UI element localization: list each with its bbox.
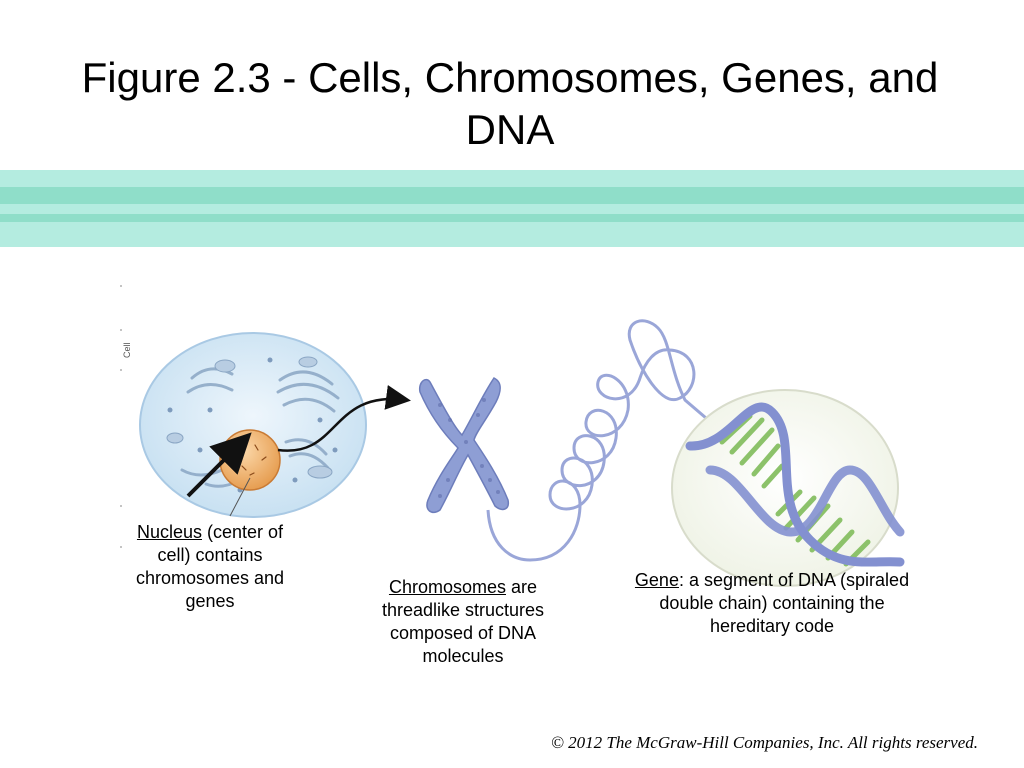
nucleus-term: Nucleus — [136, 522, 202, 542]
nucleus-leader-line — [229, 477, 251, 517]
nucleus-caption: Nucleus (center of cell) contains chromo… — [118, 521, 302, 613]
dna-helix-illustration — [671, 389, 905, 587]
chromosome-caption: Chromosomes are threadlike structures co… — [348, 576, 578, 668]
chromosome-description: are threadlike structures composed of DN… — [381, 577, 545, 666]
slide-title: Figure 2.3 - Cells, Chromosomes, Genes, … — [81, 54, 939, 153]
chromosome-term: Chromosomes — [388, 577, 506, 597]
cell-dna-figure — [120, 285, 905, 587]
header-stripe — [0, 204, 1024, 214]
header-stripe — [0, 170, 1024, 187]
header-stripe — [0, 222, 1024, 247]
cell-side-label: Cell — [122, 342, 132, 358]
header-stripe — [0, 187, 1024, 204]
nucleus-pointer-arrow — [186, 432, 252, 498]
header-stripe — [0, 214, 1024, 222]
chromosome-illustration — [418, 377, 510, 514]
nucleus-to-chromosome-arrow — [277, 385, 411, 452]
nucleus-description: (center of cell) contains chromosomes an… — [135, 522, 285, 611]
dna-thread — [486, 319, 721, 562]
edge-ticks — [120, 285, 122, 548]
gene-caption: Gene: a segment of DNA (spiraled double … — [630, 569, 914, 638]
cell-illustration — [139, 332, 367, 518]
nucleus — [219, 429, 281, 491]
gene-description: : a segment of DNA (spiraled double chai… — [659, 570, 910, 636]
copyright-notice: © 2012 The McGraw-Hill Companies, Inc. A… — [550, 733, 978, 752]
gene-term: Gene — [634, 570, 679, 590]
